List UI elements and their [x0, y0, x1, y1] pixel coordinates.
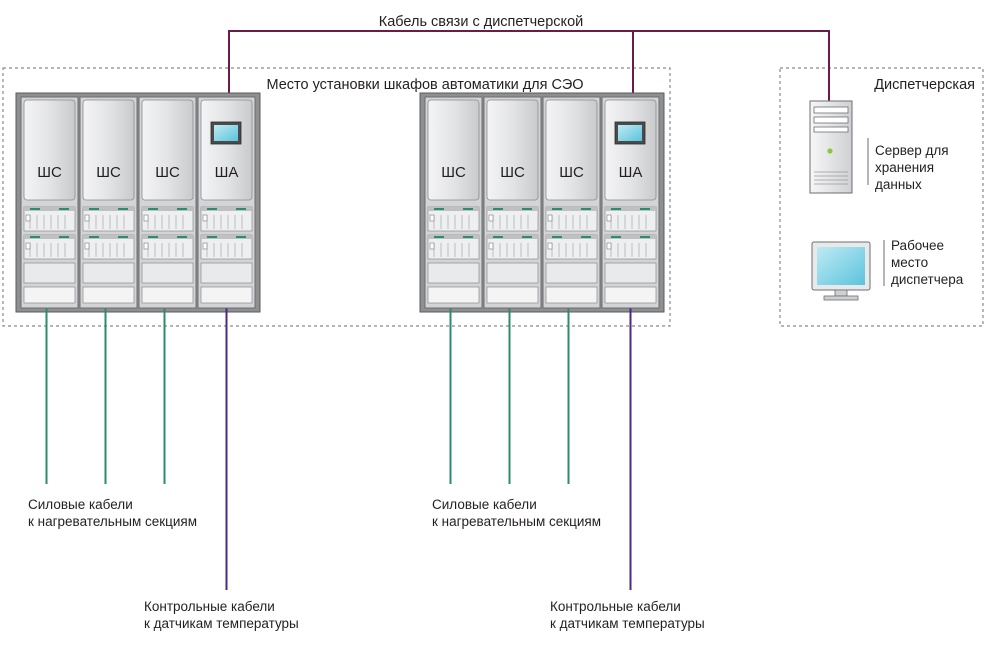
cabinet-label: ШС: [37, 164, 62, 181]
automation-zone-label: Место установки шкафов автоматики для СЭ…: [266, 77, 583, 93]
cabinet-label: ШС: [441, 164, 466, 181]
workstation-label-line-1: Рабочее: [891, 238, 944, 253]
server-label-line-1: Сервер для: [875, 143, 949, 158]
control-screen-icon: [210, 121, 242, 145]
power-cabinet: ШС: [138, 96, 197, 309]
left-power-label-2: к нагревательным секциям: [28, 514, 197, 529]
workstation-label-line-2: место: [891, 255, 928, 270]
right-power-label-2: к нагревательным секциям: [432, 514, 601, 529]
right-power-label-1: Силовые кабели: [432, 497, 537, 512]
power-cabinet: ШС: [483, 96, 542, 309]
dispatch-zone: [779, 67, 984, 327]
right-control-label-2: к датчикам температуры: [550, 616, 705, 631]
server-label-line-2: хранения: [875, 160, 934, 175]
workstation-label-line-3: диспетчера: [891, 272, 964, 287]
top-cable-label: Кабель связи с диспетчерской: [379, 14, 583, 30]
cabinet-label: ША: [215, 164, 239, 181]
monitor-icon: [811, 241, 871, 301]
cabinet-label: ШС: [500, 164, 525, 181]
automation-cabinet: ША: [601, 96, 660, 309]
power-cabinet: ШС: [424, 96, 483, 309]
server-icon: [809, 100, 853, 194]
server-label-line-3: данных: [875, 177, 922, 192]
cabinet-label: ШС: [559, 164, 584, 181]
dispatch-zone-label: Диспетчерская: [874, 77, 975, 93]
left-control-label-2: к датчикам температуры: [144, 616, 299, 631]
comm-cable: [228, 30, 830, 110]
automation-cabinet: ША: [197, 96, 256, 309]
right-control-label-1: Контрольные кабели: [550, 599, 681, 614]
cabinet-label: ШС: [96, 164, 121, 181]
power-cabinet: ШС: [79, 96, 138, 309]
power-cabinet: ШС: [20, 96, 79, 309]
control-screen-icon: [614, 121, 646, 145]
left-cabinet-group: ШС ШС ШС ША: [15, 92, 261, 590]
cabinet-label: ШС: [155, 164, 180, 181]
cabinet-label: ША: [619, 164, 643, 181]
power-cabinet: ШС: [542, 96, 601, 309]
left-control-label-1: Контрольные кабели: [144, 599, 275, 614]
right-cabinet-group: ШС ШС ШС ША: [419, 92, 665, 590]
left-power-label-1: Силовые кабели: [28, 497, 133, 512]
